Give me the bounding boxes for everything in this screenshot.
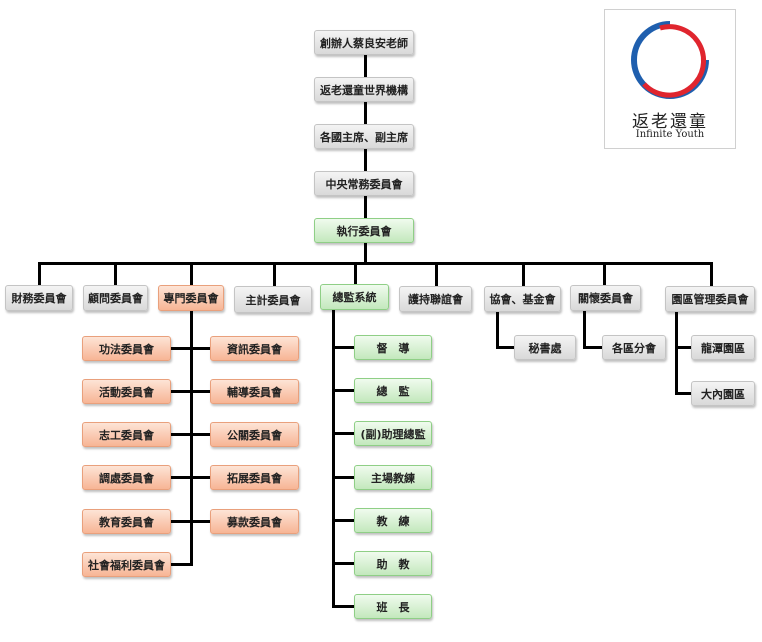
node-supervision-item[interactable]: (副)助理總監 xyxy=(354,421,432,446)
node-supervision-system[interactable]: 總監系統 xyxy=(320,284,389,310)
connector-branch xyxy=(332,605,354,608)
connector-drop xyxy=(522,262,525,287)
connector-branch xyxy=(332,562,354,565)
connector-drop xyxy=(273,262,276,287)
connector-drop xyxy=(435,262,438,287)
node-special-right[interactable]: 募款委員會 xyxy=(210,509,299,534)
node-special-left[interactable]: 社會福利委員會 xyxy=(82,552,171,577)
node-special-right[interactable]: 資訊委員會 xyxy=(210,336,299,361)
connector-care-trunk xyxy=(583,311,586,349)
node-supervision-item[interactable]: 班 長 xyxy=(354,594,432,619)
connector-branch xyxy=(171,520,210,523)
node-founder[interactable]: 創辦人蔡良安老師 xyxy=(314,30,414,55)
connector-drop xyxy=(354,262,357,285)
connector-branch xyxy=(332,432,354,435)
connector-top-trunk xyxy=(364,52,367,264)
node-executive-committee[interactable]: 執行委員會 xyxy=(314,218,414,243)
node-special-left[interactable]: 活動委員會 xyxy=(82,379,171,404)
connector-branch xyxy=(171,563,193,566)
node-support-fellowship[interactable]: 護持聯誼會 xyxy=(399,286,472,312)
node-supervision-item[interactable]: 助 教 xyxy=(354,551,432,576)
node-finance-committee[interactable]: 財務委員會 xyxy=(5,285,73,311)
connector-branch xyxy=(332,389,354,392)
connector-branch xyxy=(496,346,514,349)
node-secretariat[interactable]: 秘書處 xyxy=(514,335,576,360)
connector-branch xyxy=(675,392,691,395)
node-special-left[interactable]: 教育委員會 xyxy=(82,509,171,534)
node-supervision-item[interactable]: 督 導 xyxy=(354,335,432,360)
node-special-left[interactable]: 調處委員會 xyxy=(82,465,171,490)
connector-branch xyxy=(332,519,354,522)
node-world-organization[interactable]: 返老還童世界機構 xyxy=(314,77,414,102)
connector-branch xyxy=(171,433,210,436)
node-special-left[interactable]: 功法委員會 xyxy=(82,336,171,361)
node-danei-park[interactable]: 大內園區 xyxy=(691,381,755,406)
node-accounting-committee[interactable]: 主計委員會 xyxy=(234,286,312,313)
node-national-chairs[interactable]: 各國主席、副主席 xyxy=(314,124,414,149)
connector-branch xyxy=(332,346,354,349)
connector-special-trunk xyxy=(190,311,193,566)
node-supervision-item[interactable]: 總 監 xyxy=(354,378,432,403)
connector-branch xyxy=(332,476,354,479)
connector-association-trunk xyxy=(496,312,499,349)
node-special-right[interactable]: 公關委員會 xyxy=(210,422,299,447)
node-central-standing-committee[interactable]: 中央常務委員會 xyxy=(314,171,414,196)
logo: 返老還童 Infinite Youth xyxy=(604,9,736,149)
logo-ring-icon xyxy=(631,21,709,99)
node-special-right[interactable]: 輔導委員會 xyxy=(210,379,299,404)
node-advisory-committee[interactable]: 顧問委員會 xyxy=(83,285,148,311)
connector-drop xyxy=(190,262,193,286)
logo-name-cn: 返老還童 xyxy=(632,112,708,132)
connector-drop xyxy=(114,262,117,286)
node-supervision-item[interactable]: 主場教練 xyxy=(354,465,432,490)
node-special-right[interactable]: 拓展委員會 xyxy=(210,465,299,490)
logo-name-en: Infinite Youth xyxy=(635,129,705,140)
connector-park-trunk xyxy=(675,312,678,395)
node-special-committee[interactable]: 專門委員會 xyxy=(158,285,224,311)
node-supervision-item[interactable]: 教 練 xyxy=(354,508,432,533)
node-association-foundation[interactable]: 協會、基金會 xyxy=(484,286,561,312)
node-longtan-park[interactable]: 龍潭園區 xyxy=(691,335,755,360)
node-regional-branches[interactable]: 各區分會 xyxy=(602,335,666,360)
connector-drop xyxy=(38,262,41,286)
node-special-left[interactable]: 志工委員會 xyxy=(82,422,171,447)
node-park-management-committee[interactable]: 園區管理委員會 xyxy=(665,286,755,312)
node-care-committee[interactable]: 關懷委員會 xyxy=(570,285,641,311)
connector-branch xyxy=(171,390,210,393)
connector-branch xyxy=(583,346,602,349)
connector-main-bar xyxy=(38,262,713,265)
connector-drop xyxy=(603,262,606,286)
connector-branch xyxy=(675,346,691,349)
connector-supervision-trunk xyxy=(332,310,335,608)
connector-branch xyxy=(171,476,210,479)
connector-branch xyxy=(171,347,210,350)
connector-drop xyxy=(710,262,713,287)
